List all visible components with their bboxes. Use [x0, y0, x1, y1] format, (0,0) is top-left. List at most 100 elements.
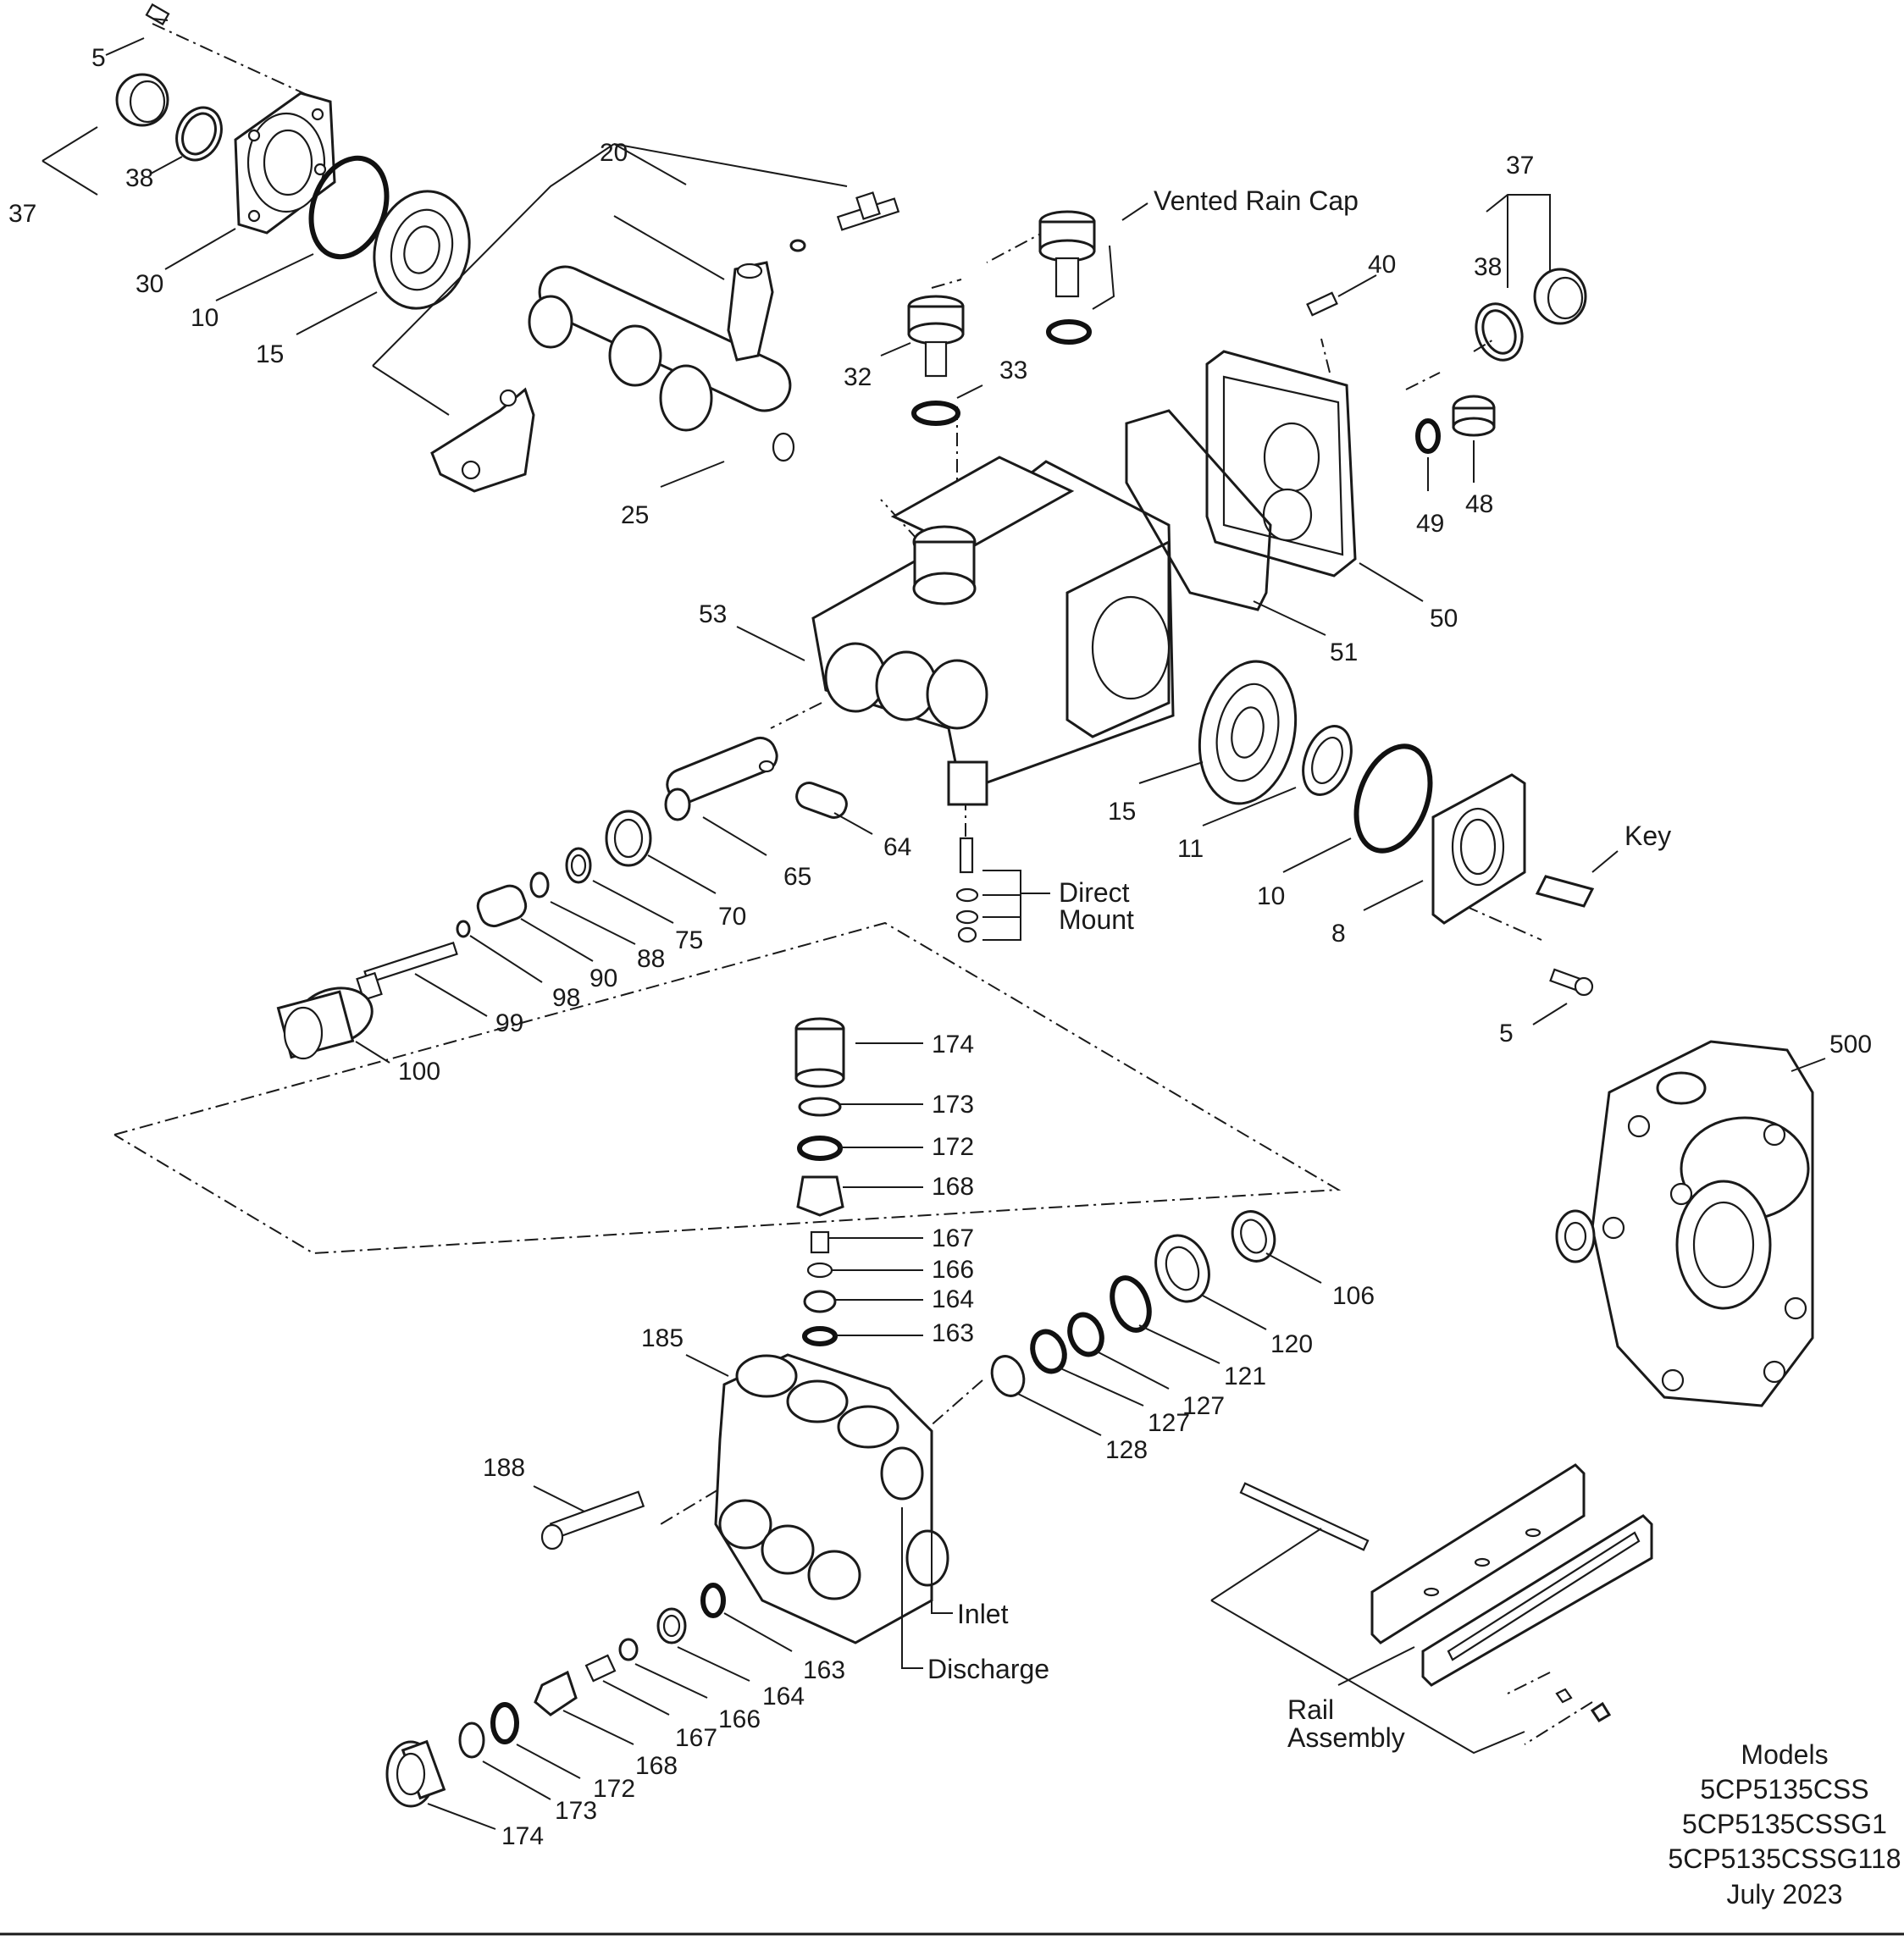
oil-seal-11	[1302, 725, 1353, 796]
label-10-mid: 10	[1257, 882, 1285, 910]
bolt-188	[540, 1490, 645, 1550]
vented-rain-cap-part	[1038, 210, 1096, 298]
models-block: Models 5CP5135CSS 5CP5135CSSG1 5CP5135CS…	[1668, 1739, 1901, 1910]
washer-98	[456, 920, 471, 938]
label-51: 51	[1330, 638, 1358, 666]
label-172-bot: 172	[593, 1775, 635, 1803]
label-50: 50	[1430, 605, 1458, 633]
label-15-mid: 15	[1108, 798, 1136, 826]
rail-assembly-part	[1210, 1463, 1653, 1755]
leader-lines	[42, 37, 1826, 1830]
label-167-bot: 167	[675, 1724, 717, 1752]
label-164-bot: 164	[762, 1683, 805, 1711]
label-98: 98	[552, 984, 580, 1012]
plug-37-left	[115, 73, 169, 127]
label-106: 106	[1332, 1282, 1375, 1310]
plug-32	[907, 295, 965, 378]
oring-33	[911, 401, 960, 426]
label-163-top: 163	[932, 1319, 974, 1347]
valve-stack-bottom	[385, 1583, 726, 1808]
label-185: 185	[641, 1324, 684, 1352]
label-11: 11	[1177, 835, 1204, 863]
label-38-left: 38	[125, 164, 153, 192]
rod-bolt	[836, 191, 900, 231]
callout-labels: 5 37 38 30 10 15 20 25 Vented Rain Cap 3…	[8, 44, 1872, 1850]
label-5-top: 5	[91, 44, 106, 72]
label-key: Key	[1624, 821, 1671, 851]
plug-48	[1452, 395, 1496, 437]
label-100: 100	[398, 1058, 440, 1086]
label-20: 20	[600, 139, 628, 167]
sleeve-90	[476, 884, 528, 928]
rod-washer	[789, 239, 806, 252]
label-174-bot: 174	[501, 1822, 544, 1850]
bearing-cover-30	[234, 91, 336, 235]
sleeve-100	[276, 987, 374, 1060]
label-500: 500	[1829, 1031, 1872, 1058]
label-64: 64	[883, 833, 911, 861]
label-172-top: 172	[932, 1133, 974, 1161]
label-127-a: 127	[1182, 1392, 1225, 1420]
oring-49	[1415, 418, 1441, 454]
label-38-right: 38	[1474, 253, 1502, 281]
gearbox-500	[1555, 1040, 1814, 1407]
bolt-40	[1306, 291, 1338, 317]
label-discharge: Discharge	[927, 1654, 1049, 1684]
label-168-top: 168	[932, 1173, 974, 1201]
plunger-rod-65	[664, 736, 778, 821]
bearing-cover-8	[1431, 773, 1526, 925]
crankshaft-25	[528, 265, 795, 462]
label-49: 49	[1416, 510, 1444, 538]
model-item: 5CP5135CSSG1	[1682, 1809, 1887, 1839]
label-37-left: 37	[8, 200, 36, 228]
label-33: 33	[999, 356, 1027, 384]
label-8: 8	[1331, 920, 1346, 948]
label-128: 128	[1105, 1436, 1148, 1464]
bolt-5-top	[145, 3, 170, 26]
discharge-leader	[901, 1507, 923, 1669]
direct-mount-hardware	[955, 837, 1050, 943]
label-48: 48	[1465, 490, 1493, 518]
label-inlet: Inlet	[957, 1599, 1009, 1629]
label-166-top: 166	[932, 1256, 974, 1284]
label-direct: Direct	[1059, 877, 1130, 908]
label-75: 75	[675, 926, 703, 954]
bolt-99	[356, 941, 458, 1002]
valve-stack-top	[794, 1017, 845, 1346]
label-164-top: 164	[932, 1285, 974, 1313]
label-15-top: 15	[256, 340, 284, 368]
oring-10-mid	[1353, 743, 1433, 854]
plug-37-right	[1533, 268, 1587, 325]
label-168-bot: 168	[635, 1752, 678, 1780]
label-121: 121	[1224, 1362, 1266, 1390]
label-65: 65	[783, 863, 811, 891]
oring-38-left	[175, 106, 223, 162]
label-127-b: 127	[1148, 1409, 1190, 1437]
label-173-bot: 173	[555, 1797, 597, 1825]
bolt-5-right	[1549, 968, 1594, 997]
models-date: July 2023	[1727, 1879, 1843, 1910]
label-174-top: 174	[932, 1031, 974, 1058]
label-25: 25	[621, 501, 649, 529]
connecting-rod	[430, 387, 535, 493]
label-163-bot: 163	[803, 1656, 845, 1684]
ring-75	[565, 847, 592, 884]
label-mount: Mount	[1059, 904, 1134, 935]
label-rail: Rail	[1287, 1694, 1334, 1725]
rear-cover-50	[1205, 350, 1357, 578]
pin-64	[795, 782, 848, 819]
label-10-top: 10	[191, 304, 219, 332]
label-188: 188	[483, 1454, 525, 1482]
label-99: 99	[495, 1009, 523, 1037]
label-90: 90	[589, 964, 617, 992]
label-37-right: 37	[1506, 152, 1534, 180]
inlet-leader	[931, 1507, 953, 1614]
label-40: 40	[1368, 251, 1396, 279]
label-120: 120	[1270, 1330, 1313, 1358]
key-part	[1535, 875, 1595, 908]
connecting-rod-cap	[727, 261, 774, 362]
label-88: 88	[637, 945, 665, 973]
label-assembly: Assembly	[1287, 1722, 1405, 1753]
gasket-51	[1125, 409, 1272, 611]
